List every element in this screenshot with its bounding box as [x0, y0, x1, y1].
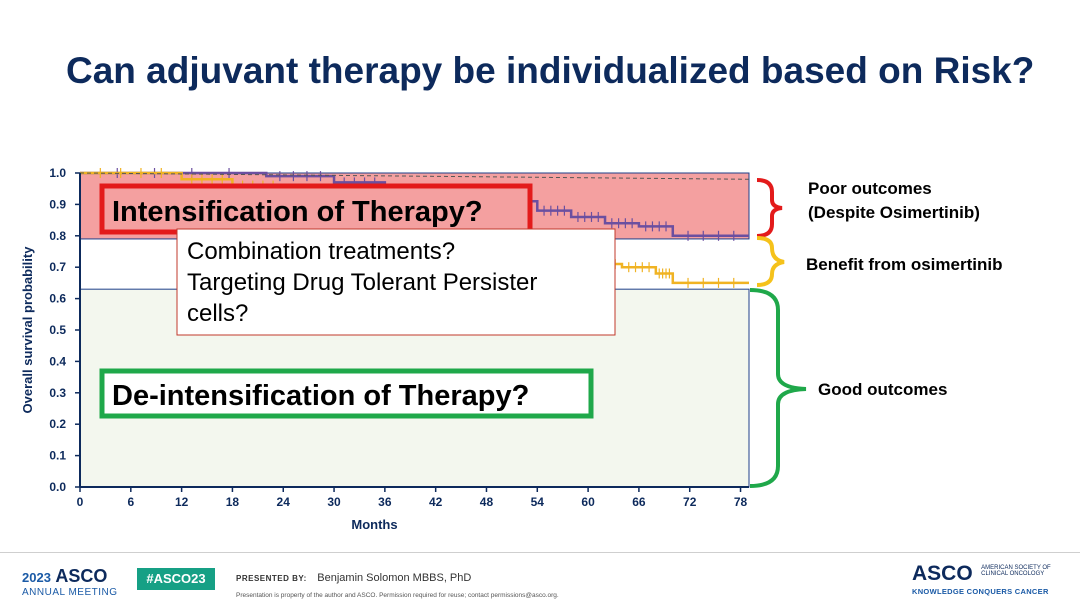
benefit-brace	[756, 236, 785, 287]
x-tick-label: 6	[127, 495, 134, 509]
presenter-name: Benjamin Solomon MBBS, PhD	[317, 572, 472, 584]
callout-box	[176, 228, 616, 336]
meeting-logo: 2023 ASCO ANNUAL MEETING	[22, 566, 118, 598]
y-tick-label: 0.9	[49, 197, 66, 211]
chart-axes: 0.0 0.1 0.2 0.3 0.4 0.5 0.6 0.7 0.8 0.9 1.0 0 6 12 18 2…	[49, 166, 749, 509]
x-tick-label: 72	[683, 495, 697, 509]
y-tick-label: 0.6	[49, 292, 66, 306]
y-tick-label: 0.5	[49, 323, 66, 337]
asco-tagline: KNOWLEDGE CONQUERS CANCER	[912, 587, 1049, 596]
x-tick-label: 12	[175, 495, 189, 509]
asco-logo-sub1: AMERICAN SOCIETY OF	[981, 565, 1051, 571]
good-outcomes-label: Good outcomes	[818, 380, 947, 399]
poor-outcomes-brace	[756, 178, 783, 238]
x-tick-label: 30	[327, 495, 341, 509]
deintensification-box	[99, 368, 594, 419]
x-tick-label: 42	[429, 495, 443, 509]
y-tick-label: 1.0	[49, 166, 66, 180]
x-tick-label: 66	[632, 495, 646, 509]
meeting-annual: ANNUAL MEETING	[22, 587, 118, 598]
footer-divider	[0, 552, 1080, 553]
presenter-block: PRESENTED BY: Benjamin Solomon MBBS, PhD…	[236, 568, 559, 599]
asco-logo: ASCO AMERICAN SOCIETY OF CLINICAL ONCOLO…	[912, 562, 1051, 596]
asco-logo-sub2: CLINICAL ONCOLOGY	[981, 571, 1045, 577]
hashtag-badge: #ASCO23	[137, 568, 215, 590]
x-tick-label: 78	[734, 495, 748, 509]
x-axis-label: Months	[351, 517, 397, 532]
presented-by-label: PRESENTED BY:	[236, 574, 307, 583]
callout-line-2: Targeting Drug Tolerant Persister	[187, 269, 537, 296]
y-axis-label: Overall survival probability	[20, 246, 35, 414]
slide-title: Can adjuvant therapy be individualized b…	[66, 50, 1035, 91]
disclaimer: Presentation is property of the author a…	[236, 592, 559, 599]
x-tick-label: 60	[581, 495, 595, 509]
y-tick-label: 0.8	[49, 229, 66, 243]
benefit-label: Benefit from osimertinib	[806, 255, 1002, 274]
y-tick-label: 0.0	[49, 480, 66, 494]
meeting-asco: ASCO	[55, 566, 108, 586]
meeting-year: 2023	[22, 570, 51, 585]
y-tick-label: 0.7	[49, 260, 66, 274]
callout-line-3: cells?	[187, 300, 248, 327]
y-tick-label: 0.2	[49, 417, 66, 431]
x-tick-label: 48	[480, 495, 494, 509]
good-outcomes-brace	[749, 288, 807, 488]
x-tick-label: 18	[226, 495, 240, 509]
x-tick-label: 36	[378, 495, 392, 509]
y-tick-label: 0.1	[49, 449, 66, 463]
deintensification-label: De-intensification of Therapy?	[112, 380, 529, 412]
x-tick-label: 0	[77, 495, 84, 509]
callout-line-1: Combination treatments?	[187, 238, 455, 265]
x-tick-label: 54	[531, 495, 545, 509]
x-tick-label: 24	[277, 495, 291, 509]
asco-logo-text: ASCO	[912, 562, 973, 585]
y-tick-label: 0.3	[49, 386, 66, 400]
poor-outcomes-label-2: (Despite Osimertinib)	[808, 203, 980, 222]
poor-outcomes-label-1: Poor outcomes	[808, 179, 932, 198]
y-tick-label: 0.4	[49, 354, 66, 368]
intensification-label: Intensification of Therapy?	[112, 196, 483, 228]
